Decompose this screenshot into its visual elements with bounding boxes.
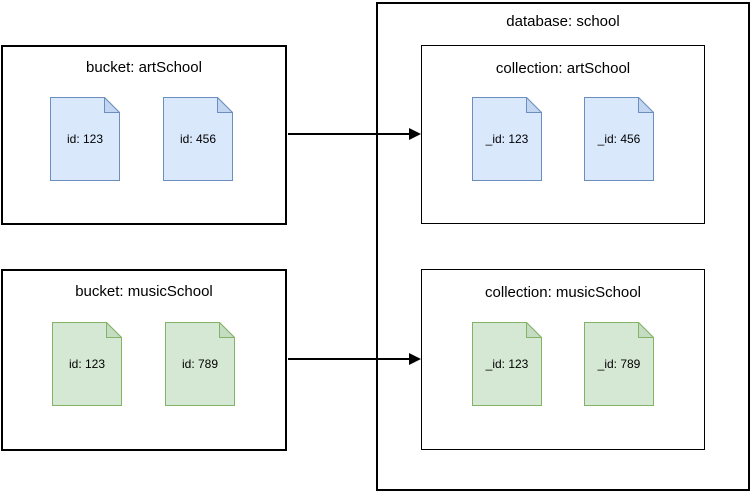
document-label: _id: 123 bbox=[485, 357, 529, 371]
document-icon: _id: 456 bbox=[584, 97, 654, 181]
document-shape-icon bbox=[472, 97, 542, 181]
collection-musicschool-box: collection: musicSchool _id: 123 _id: 78… bbox=[421, 269, 705, 450]
document-icon: id: 123 bbox=[52, 322, 122, 406]
database-title: database: school bbox=[506, 13, 620, 30]
database-box: database: school collection: artSchool _… bbox=[376, 2, 750, 491]
document-icon: id: 456 bbox=[163, 97, 233, 181]
document-label: _id: 123 bbox=[485, 132, 529, 146]
bucket-musicschool-box: bucket: musicSchool id: 123 id: 789 bbox=[1, 269, 287, 451]
bucket-artschool-box: bucket: artSchool id: 123 id: 456 bbox=[1, 45, 287, 225]
document-label: id: 123 bbox=[68, 357, 106, 371]
collection-artschool-title: collection: artSchool bbox=[495, 60, 631, 77]
bucket-artschool-title: bucket: artSchool bbox=[86, 59, 202, 76]
document-label: id: 456 bbox=[179, 132, 217, 146]
arrowhead-icon bbox=[409, 353, 421, 365]
document-icon: _id: 789 bbox=[584, 322, 654, 406]
collection-artschool-box: collection: artSchool _id: 123 _id: 456 bbox=[421, 45, 705, 224]
document-shape-icon bbox=[50, 97, 120, 181]
document-label: _id: 456 bbox=[597, 132, 641, 146]
document-shape-icon bbox=[52, 322, 122, 406]
document-label: id: 789 bbox=[181, 357, 219, 371]
document-label: id: 123 bbox=[66, 132, 104, 146]
arrow-line bbox=[288, 358, 410, 360]
arrowhead-icon bbox=[409, 128, 421, 140]
document-shape-icon bbox=[163, 97, 233, 181]
document-icon: id: 123 bbox=[50, 97, 120, 181]
document-shape-icon bbox=[165, 322, 235, 406]
arrow-line bbox=[288, 133, 410, 135]
bucket-musicschool-title: bucket: musicSchool bbox=[75, 283, 213, 300]
document-shape-icon bbox=[584, 97, 654, 181]
document-label: _id: 789 bbox=[597, 357, 641, 371]
collection-musicschool-title: collection: musicSchool bbox=[485, 284, 641, 301]
document-shape-icon bbox=[472, 322, 542, 406]
document-shape-icon bbox=[584, 322, 654, 406]
document-icon: _id: 123 bbox=[472, 322, 542, 406]
document-icon: id: 789 bbox=[165, 322, 235, 406]
document-icon: _id: 123 bbox=[472, 97, 542, 181]
